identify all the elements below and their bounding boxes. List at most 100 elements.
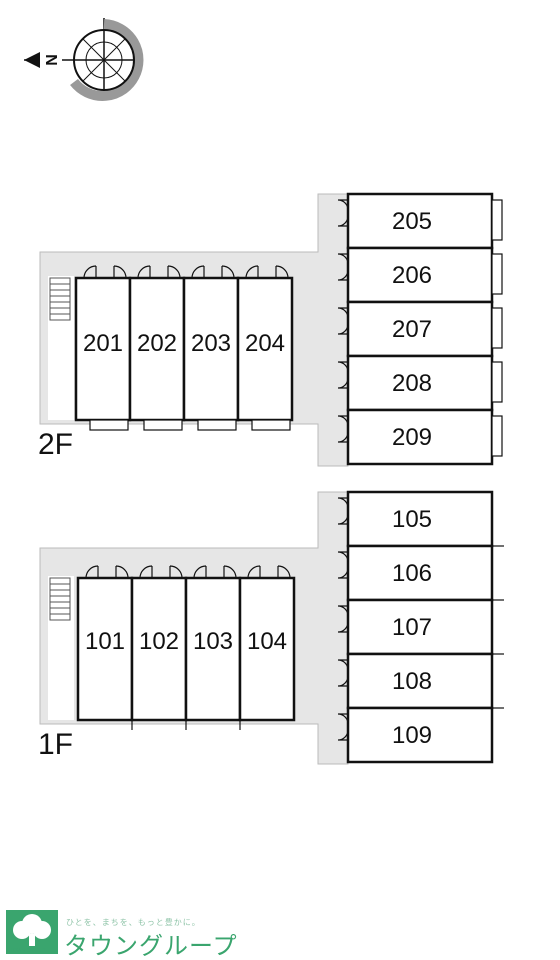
compass-arrow-icon bbox=[24, 52, 40, 68]
door-icon bbox=[337, 377, 349, 389]
floor1-west-markers bbox=[131, 720, 241, 730]
floor-2: 201 202 203 204 bbox=[38, 192, 503, 467]
door-icon bbox=[337, 431, 349, 443]
unit-109 bbox=[346, 706, 494, 764]
unit-208-label: 208 bbox=[392, 370, 432, 397]
door-icon bbox=[337, 253, 349, 265]
compass: N bbox=[24, 18, 144, 101]
door-icon bbox=[337, 621, 349, 633]
floor2-west-balconies bbox=[89, 419, 291, 431]
floor1-label: 1F bbox=[38, 728, 73, 761]
door-icon bbox=[247, 565, 261, 579]
unit-104 bbox=[238, 576, 296, 722]
unit-209-label: 209 bbox=[392, 424, 432, 451]
door-icon bbox=[337, 215, 349, 227]
compass-letter-bg bbox=[40, 50, 62, 70]
balcony bbox=[143, 419, 183, 431]
floor2-staircase-icon bbox=[49, 277, 71, 321]
floor1-east-markers bbox=[492, 545, 504, 709]
door-icon bbox=[337, 323, 349, 335]
unit-204-label: 204 bbox=[245, 330, 285, 357]
door-icon bbox=[337, 729, 349, 741]
floor1-west-doors bbox=[85, 565, 291, 579]
door-icon bbox=[221, 265, 235, 279]
door-icon bbox=[85, 565, 99, 579]
unit-108-label: 108 bbox=[392, 668, 432, 695]
unit-109-label: 109 bbox=[392, 722, 432, 749]
compass-ring bbox=[70, 19, 144, 101]
door-icon bbox=[337, 307, 349, 319]
floor2-west-doors bbox=[83, 265, 289, 279]
balcony bbox=[491, 199, 503, 241]
unit-108 bbox=[346, 652, 494, 710]
tree-logo-icon bbox=[6, 910, 58, 954]
door-icon bbox=[337, 361, 349, 373]
unit-201 bbox=[74, 276, 132, 422]
unit-208 bbox=[346, 354, 494, 412]
door-icon bbox=[83, 265, 97, 279]
door-icon bbox=[137, 265, 151, 279]
compass-inner-circle bbox=[85, 41, 123, 79]
door-icon bbox=[337, 269, 349, 281]
door-icon bbox=[337, 551, 349, 563]
door-icon bbox=[113, 265, 127, 279]
door-icon bbox=[337, 497, 349, 509]
compass-diag-2 bbox=[82, 38, 126, 82]
door-icon bbox=[337, 567, 349, 579]
unit-205-label: 205 bbox=[392, 208, 432, 235]
floor1-east-doors bbox=[337, 497, 349, 741]
unit-101-label: 101 bbox=[85, 628, 125, 655]
door-icon bbox=[337, 659, 349, 671]
door-icon bbox=[115, 565, 129, 579]
unit-202-label: 202 bbox=[137, 330, 177, 357]
unit-103-label: 103 bbox=[193, 628, 233, 655]
balcony bbox=[89, 419, 129, 431]
door-icon bbox=[167, 265, 181, 279]
logo-name: タウングループ bbox=[64, 933, 238, 960]
unit-102-label: 102 bbox=[139, 628, 179, 655]
unit-107-label: 107 bbox=[392, 614, 432, 641]
balcony bbox=[491, 415, 503, 457]
floor1-staircase-icon bbox=[49, 577, 71, 621]
door-icon bbox=[275, 265, 289, 279]
door-icon bbox=[193, 565, 207, 579]
unit-204 bbox=[236, 276, 294, 422]
balcony bbox=[197, 419, 237, 431]
floor2-east-doors bbox=[337, 199, 349, 443]
unit-206-label: 206 bbox=[392, 262, 432, 289]
door-icon bbox=[139, 565, 153, 579]
unit-107 bbox=[346, 598, 494, 656]
unit-105-label: 105 bbox=[392, 506, 432, 533]
logo-sub: TOWN GROUP bbox=[10, 948, 45, 954]
unit-102 bbox=[130, 576, 188, 722]
door-icon bbox=[277, 565, 291, 579]
unit-106-label: 106 bbox=[392, 560, 432, 587]
door-icon bbox=[337, 513, 349, 525]
compass-circle bbox=[73, 29, 135, 91]
balcony bbox=[491, 361, 503, 403]
balcony bbox=[251, 419, 291, 431]
floor-1: 101 102 103 104 bbox=[38, 490, 504, 765]
door-icon bbox=[337, 605, 349, 617]
door-icon bbox=[337, 713, 349, 725]
floor2-east-balconies bbox=[491, 199, 503, 457]
door-icon bbox=[337, 415, 349, 427]
balcony bbox=[491, 307, 503, 349]
door-icon bbox=[245, 265, 259, 279]
balcony bbox=[491, 253, 503, 295]
unit-101 bbox=[76, 576, 134, 722]
unit-201-label: 201 bbox=[83, 330, 123, 357]
floor2-label: 2F bbox=[38, 428, 73, 461]
unit-202 bbox=[128, 276, 186, 422]
door-icon bbox=[223, 565, 237, 579]
door-icon bbox=[191, 265, 205, 279]
door-icon bbox=[169, 565, 183, 579]
unit-203 bbox=[182, 276, 240, 422]
compass-north-letter: N bbox=[44, 54, 61, 66]
door-icon bbox=[337, 675, 349, 687]
unit-104-label: 104 bbox=[247, 628, 287, 655]
unit-209 bbox=[346, 408, 494, 466]
door-icon bbox=[337, 199, 349, 211]
